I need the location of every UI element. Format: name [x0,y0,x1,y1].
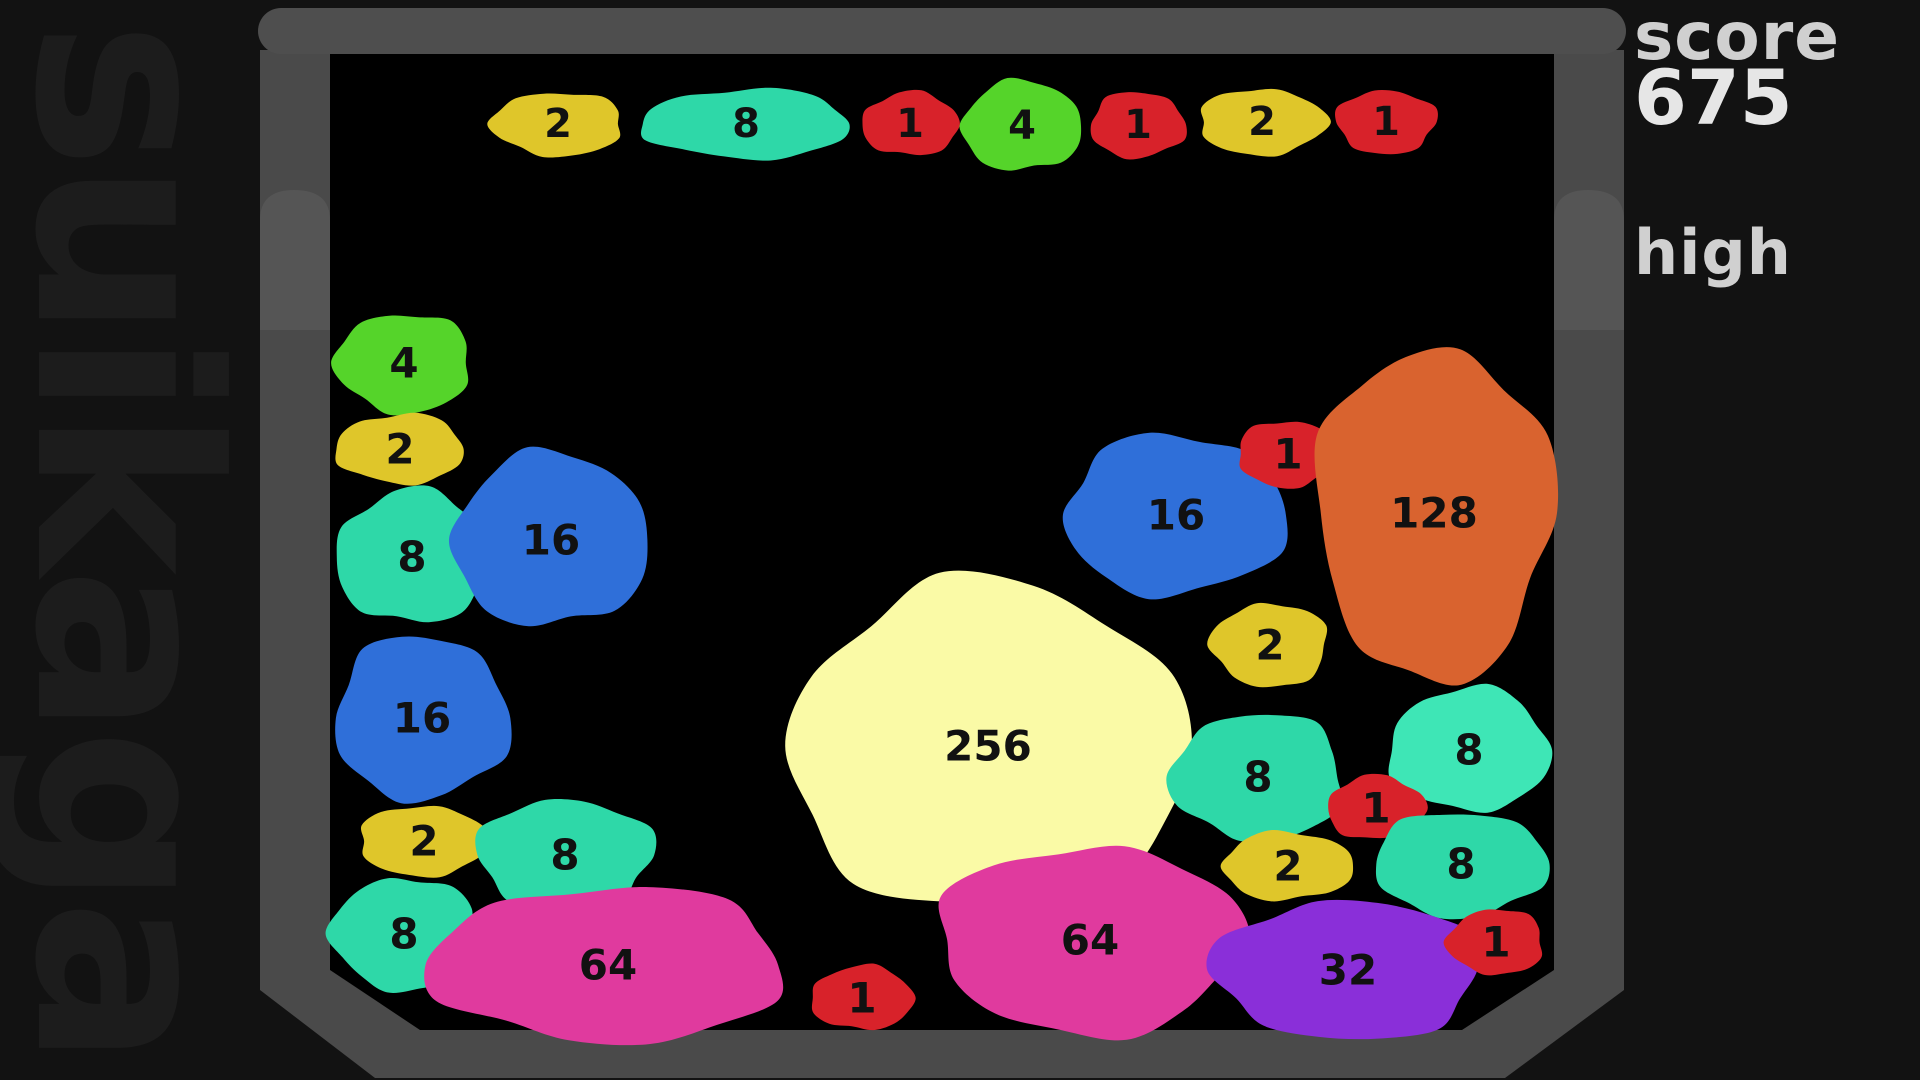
queue-piece-value: 2 [1248,99,1276,145]
queue-piece-value: 1 [896,101,924,147]
queue-piece-body [959,77,1082,171]
piece-body [475,799,657,912]
queue-piece-1: 1 [1090,92,1187,160]
piece-value: 8 [1454,726,1483,775]
piece-body [360,805,496,878]
piece-value: 32 [1319,946,1377,995]
piece-value: 1 [847,974,876,1023]
piece-16: 16 [335,636,512,804]
piece-body [1166,714,1343,843]
piece-value: 64 [579,941,637,990]
piece-body [1375,814,1550,920]
queue-piece-value: 4 [1008,103,1036,149]
score-label: score [1634,0,1841,75]
piece-32: 32 [1206,899,1483,1040]
piece-8: 8 [1375,814,1550,920]
piece-body [424,887,784,1046]
container-top-rim [258,8,1626,54]
piece-body [1207,602,1328,688]
piece-128: 128 [1314,347,1559,686]
queue-piece-value: 2 [544,101,572,147]
piece-value: 2 [409,817,438,866]
piece-8: 8 [1166,714,1343,843]
piece-value: 1 [1481,918,1510,967]
piece-body [335,636,512,804]
queue-piece-value: 1 [1372,99,1400,145]
queue-piece-1: 1 [862,89,960,156]
piece-4: 4 [331,315,469,416]
piece-body [1206,899,1483,1040]
piece-value: 8 [550,831,579,880]
queue-piece-8: 8 [640,87,850,161]
container-left-post [260,190,330,330]
queue-piece-value: 8 [732,101,760,147]
container-right-post [1554,190,1624,330]
piece-8: 8 [475,799,657,912]
piece-body [1220,829,1354,902]
piece-value: 2 [385,425,414,474]
piece-16: 16 [448,446,648,627]
queue-piece-2: 2 [487,93,621,158]
piece-2: 2 [1207,602,1328,688]
piece-value: 16 [1147,491,1205,540]
piece-value: 2 [1273,842,1302,891]
piece-16: 16 [1062,432,1288,600]
piece-body [336,485,492,623]
piece-1: 1 [1443,909,1543,976]
piece-body [1443,909,1543,976]
queue-piece-body [640,87,850,161]
queue-piece-1: 1 [1335,90,1438,155]
piece-2: 2 [1220,829,1354,902]
queue-piece-value: 1 [1124,102,1152,148]
piece-value: 1 [1273,430,1302,479]
piece-256: 256 [785,570,1192,902]
piece-value: 2 [1255,621,1284,670]
queue-piece-body [862,89,960,156]
piece-body [335,412,464,486]
piece-value: 8 [1243,753,1272,802]
score-value: 675 [1634,53,1793,142]
piece-body [1314,347,1559,686]
piece-value: 64 [1061,916,1119,965]
piece-value: 8 [1446,840,1475,889]
piece-value: 4 [389,339,418,388]
queue-piece-body [1090,92,1187,160]
queue-piece-body [487,93,621,158]
piece-value: 1 [1361,784,1390,833]
piece-value: 16 [522,516,580,565]
piece-2: 2 [360,805,496,878]
queue-piece-2: 2 [1200,88,1331,157]
piece-value: 8 [389,910,418,959]
piece-64: 64 [424,887,784,1046]
piece-value: 16 [393,694,451,743]
piece-body [811,963,916,1031]
piece-body [1062,432,1288,600]
piece-8: 8 [1388,683,1553,813]
queue-piece-body [1335,90,1438,155]
piece-body [938,845,1250,1041]
high-label: high [1634,216,1792,289]
piece-value: 256 [944,722,1032,771]
piece-8: 8 [336,485,492,623]
piece-2: 2 [335,412,464,486]
piece-value: 8 [397,533,426,582]
piece-body [1388,683,1553,813]
queue-piece-4: 4 [959,77,1082,171]
queue-piece-body [1200,88,1331,157]
piece-value: 128 [1390,489,1478,538]
piece-body [448,446,648,627]
piece-body [785,570,1192,902]
piece-1: 1 [811,963,916,1031]
piece-64: 64 [938,845,1250,1041]
piece-body [331,315,469,416]
